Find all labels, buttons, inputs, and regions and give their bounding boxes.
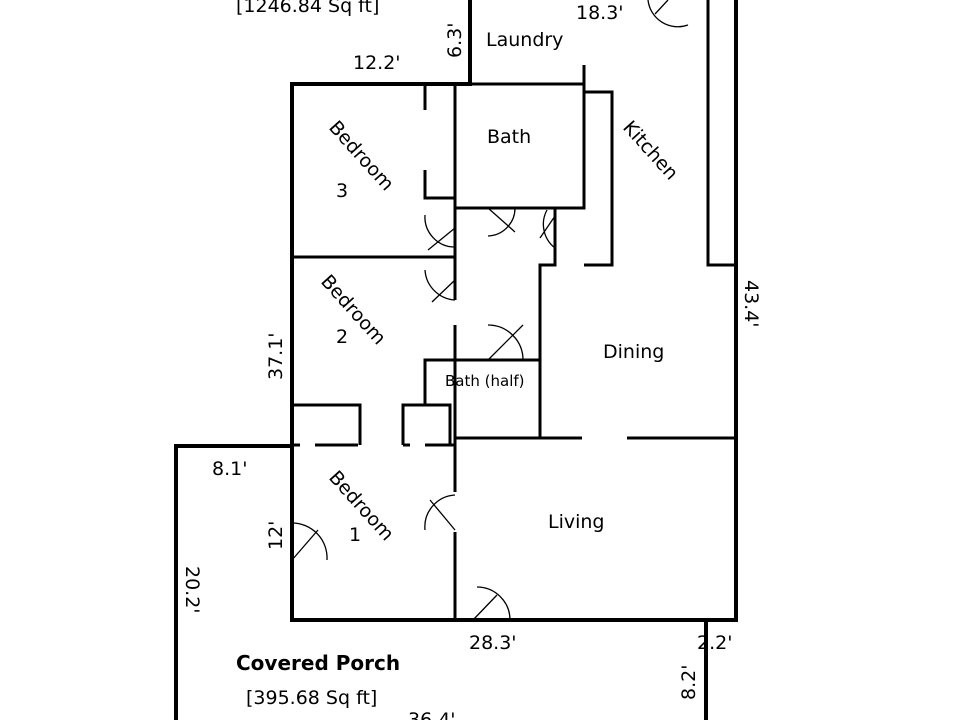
porch-title: Covered Porch [236, 651, 400, 675]
dim-2-2: 2.2' [697, 632, 732, 654]
dim-37-1: 37.1' [265, 332, 287, 380]
dimensions: 18.3' 6.3' 12.2' 43.4' 37.1' 8.1' 12' 20… [181, 2, 762, 720]
room-kitchen: Kitchen [618, 117, 682, 185]
porch-area: [395.68 Sq ft] [246, 687, 377, 709]
dim-8-1: 8.1' [212, 458, 247, 480]
dim-43-4: 43.4' [740, 280, 762, 328]
labels: [1246.84 Sq ft] Laundry Bath Kitchen Bed… [236, 0, 682, 709]
dim-36-4: 36.4' [408, 709, 456, 720]
room-bedroom-3-number: 3 [336, 180, 348, 202]
room-bedroom-2-number: 2 [336, 326, 348, 348]
room-laundry: Laundry [486, 29, 563, 51]
dim-28-3: 28.3' [469, 632, 517, 654]
room-living: Living [548, 511, 605, 533]
dim-6-3: 6.3' [444, 23, 466, 58]
dim-12: 12' [265, 521, 287, 550]
room-bedroom-1-number: 1 [349, 524, 361, 546]
doors [291, 0, 689, 621]
room-bath: Bath [487, 126, 531, 148]
main-area-label: [1246.84 Sq ft] [236, 0, 379, 17]
room-bedroom-2: Bedroom [316, 271, 390, 350]
dim-20-2: 20.2' [181, 566, 203, 614]
dim-12-2: 12.2' [353, 52, 401, 74]
walls [174, 0, 738, 720]
room-bath-half: Bath (half) [445, 372, 525, 390]
room-dining: Dining [603, 341, 664, 363]
dim-8-2: 8.2' [678, 665, 700, 700]
room-bedroom-1: Bedroom [324, 467, 398, 546]
dim-18-3: 18.3' [576, 2, 624, 24]
